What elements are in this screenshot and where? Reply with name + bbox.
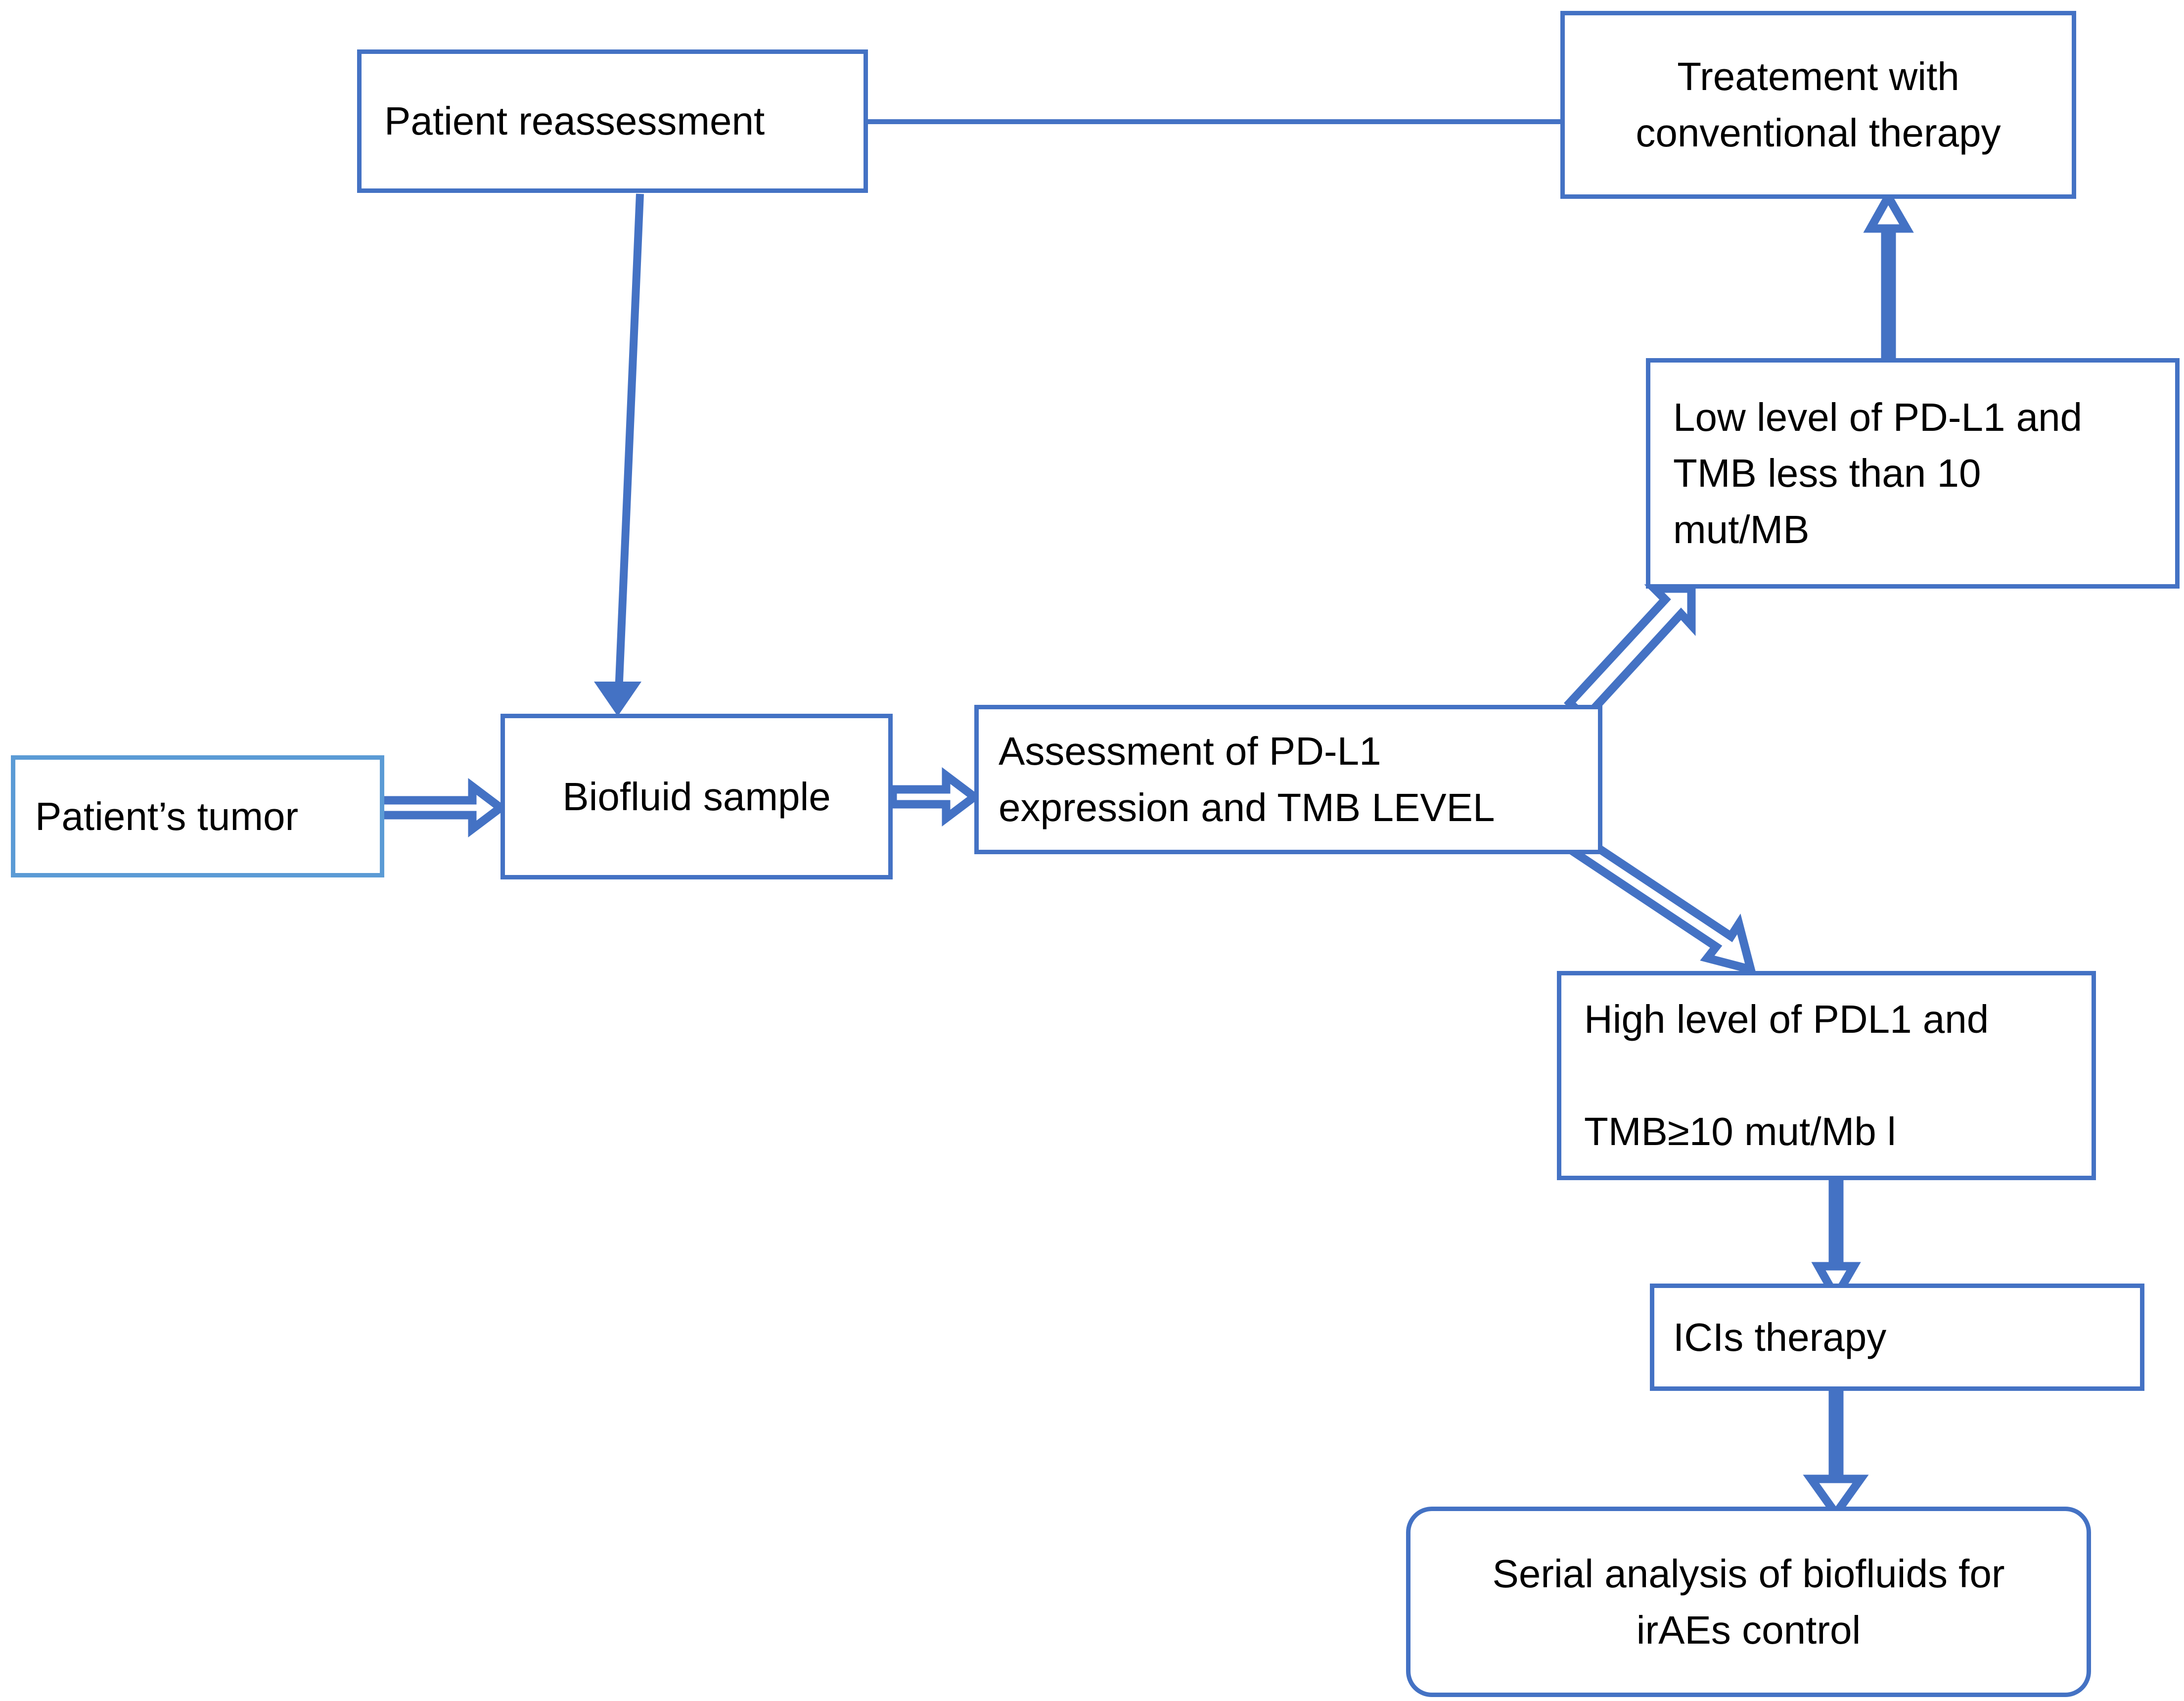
node-high-level[interactable]: High level of PDL1 and TMB≥10 mut/Mb l bbox=[1557, 971, 2096, 1180]
edge-tumor-to-biofluid bbox=[372, 778, 508, 838]
node-patient-reassessment-label: Patient reassessment bbox=[384, 99, 765, 143]
node-low-level[interactable]: Low level of PD-L1 and TMB less than 10 … bbox=[1646, 358, 2180, 589]
node-serial-analysis[interactable]: Serial analysis of biofluids for irAEs c… bbox=[1406, 1507, 2091, 1697]
edge-icis-to-serial bbox=[1803, 1386, 1869, 1521]
node-assessment[interactable]: Assessment of PD-L1 expression and TMB L… bbox=[974, 705, 1602, 854]
node-patients-tumor-label: Patient’s tumor bbox=[35, 794, 299, 838]
edge-assessment-to-high bbox=[1565, 835, 1757, 975]
node-icis-therapy-label: ICIs therapy bbox=[1673, 1315, 1887, 1359]
node-biofluid-sample-label: Biofluid sample bbox=[562, 774, 831, 819]
node-low-level-label: Low level of PD-L1 and TMB less than 10 … bbox=[1673, 395, 2083, 552]
node-biofluid-sample[interactable]: Biofluid sample bbox=[500, 714, 893, 879]
node-treatment-conventional[interactable]: Treatement with conventional therapy bbox=[1560, 11, 2076, 199]
edge-low-to-treatment bbox=[1863, 188, 1914, 363]
edge-biofluid-to-assessment bbox=[888, 767, 982, 827]
node-high-level-label: High level of PDL1 and TMB≥10 mut/Mb l bbox=[1584, 997, 1989, 1154]
node-treatment-conventional-label: Treatement with conventional therapy bbox=[1636, 54, 2001, 155]
node-assessment-label: Assessment of PD-L1 expression and TMB L… bbox=[999, 729, 1495, 829]
node-patients-tumor[interactable]: Patient’s tumor bbox=[11, 755, 384, 877]
node-serial-analysis-label: Serial analysis of biofluids for irAEs c… bbox=[1492, 1551, 2005, 1652]
edge-high-to-icis bbox=[1811, 1176, 1861, 1306]
edge-assessment-to-low bbox=[1564, 584, 1696, 724]
node-patient-reassessment[interactable]: Patient reassessment bbox=[357, 49, 868, 193]
node-icis-therapy[interactable]: ICIs therapy bbox=[1650, 1284, 2144, 1391]
edge-reassessment-to-biofluid bbox=[594, 193, 644, 716]
